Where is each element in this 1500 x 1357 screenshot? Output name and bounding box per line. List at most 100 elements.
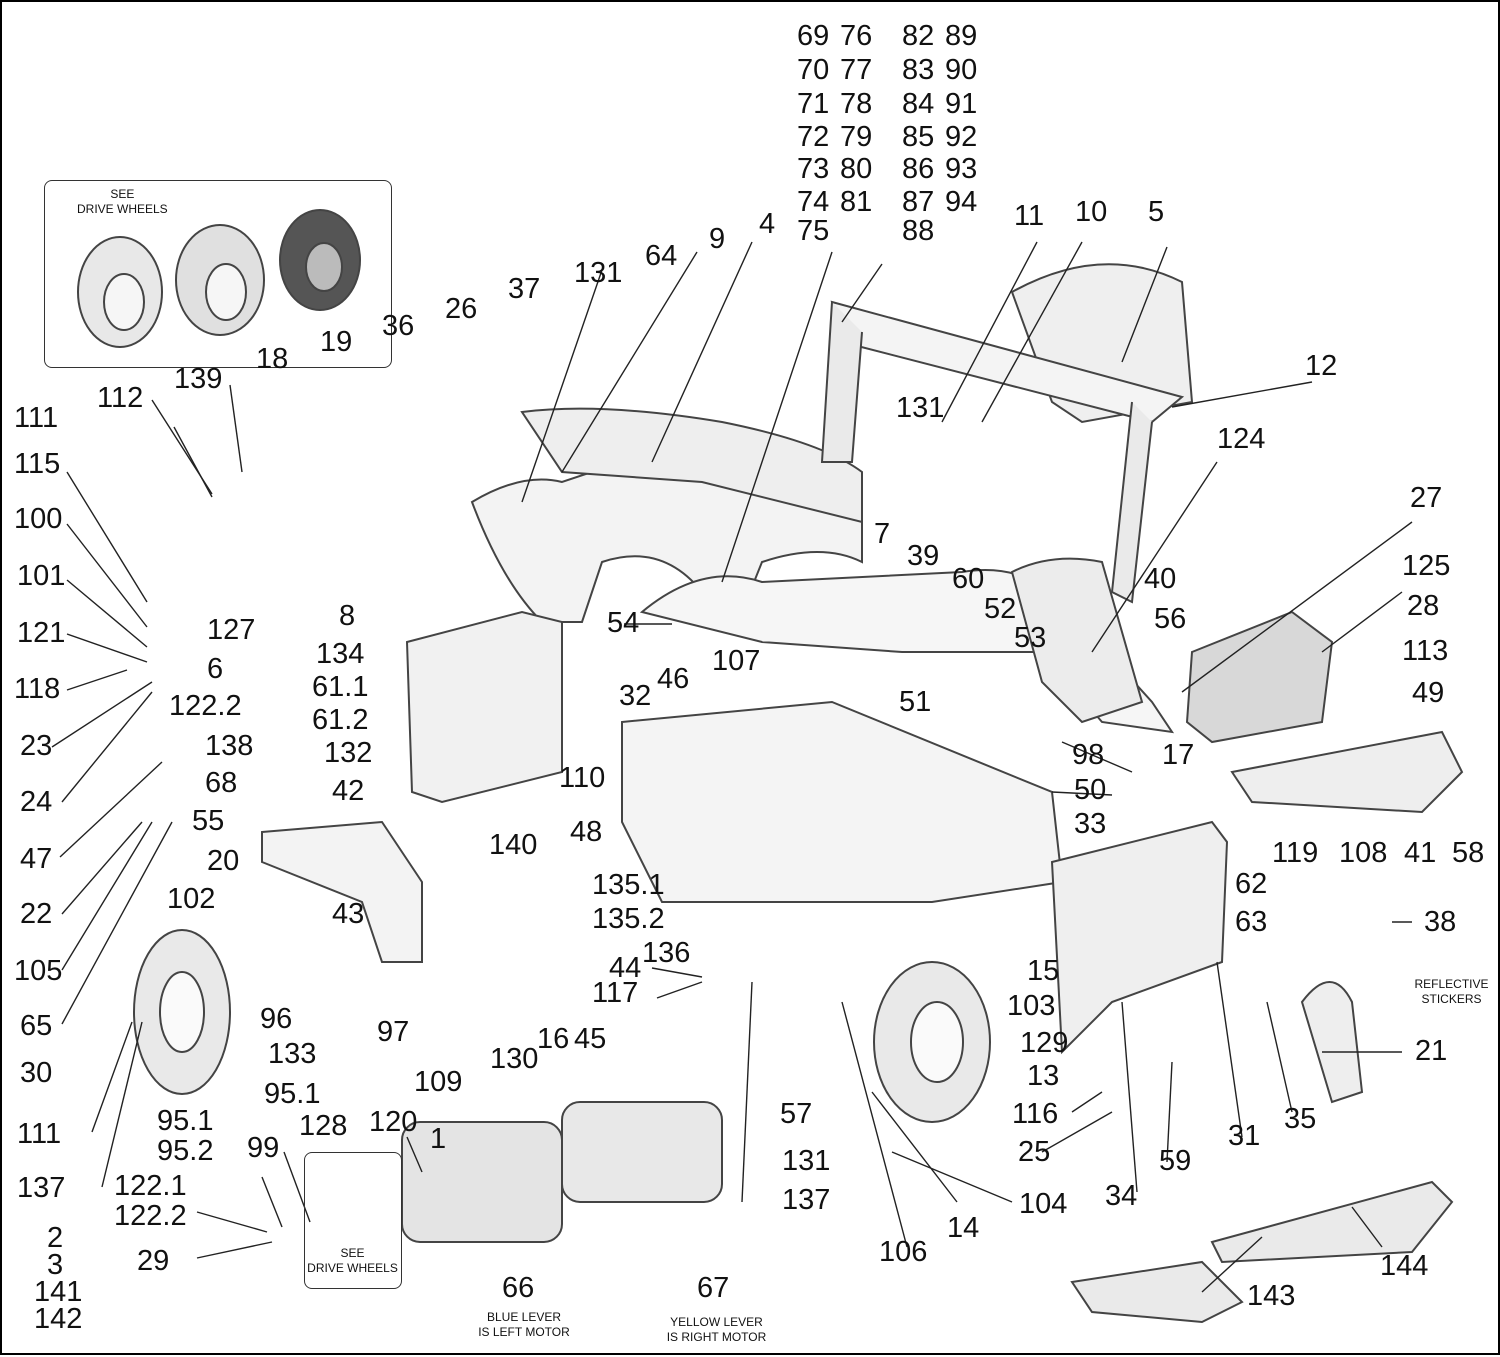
part-label: 22: [20, 898, 53, 930]
part-label: 89: [945, 20, 978, 52]
part-label: 135.1: [592, 869, 665, 901]
part-label: 35: [1284, 1103, 1317, 1135]
part-label: 125: [1402, 550, 1451, 582]
part-label: 14: [947, 1212, 980, 1244]
part-label: 30: [20, 1057, 53, 1089]
part-label: 129: [1020, 1027, 1069, 1059]
part-label: 28: [1407, 590, 1440, 622]
part-label: 115: [14, 448, 61, 480]
part-label: 15: [1027, 955, 1060, 987]
part-label: 68: [205, 767, 238, 799]
part-label: 138: [205, 730, 254, 762]
part-label: 37: [508, 273, 541, 305]
part-label: 111: [14, 402, 59, 434]
part-label: 80: [840, 153, 873, 185]
part-label: 108: [1339, 837, 1388, 869]
part-label: 107: [712, 645, 761, 677]
suspension-arm-143: [1070, 1260, 1244, 1324]
part-label: 101: [17, 560, 66, 592]
part-label: 39: [907, 540, 940, 572]
part-label: 116: [1012, 1098, 1059, 1130]
part-label: 139: [174, 363, 223, 395]
part-label: 54: [607, 607, 640, 639]
part-label: 26: [445, 293, 478, 325]
part-label: 79: [840, 121, 873, 153]
part-label: 95.1: [264, 1078, 321, 1110]
part-label: 11: [1014, 200, 1045, 232]
part-label: 59: [1159, 1145, 1192, 1177]
part-label: 13: [1027, 1060, 1060, 1092]
part-label: 130: [490, 1043, 539, 1075]
part-label: 82: [902, 20, 935, 52]
part-label: 24: [20, 786, 53, 818]
part-label: 122.2: [169, 690, 242, 722]
part-label: 31: [1228, 1120, 1261, 1152]
part-label: 32: [619, 680, 652, 712]
part-label: 72: [797, 121, 830, 153]
part-label: 91: [945, 88, 978, 120]
part-label: 73: [797, 153, 830, 185]
see-drive-wheels-top-note: SEE DRIVE WHEELS: [77, 187, 168, 216]
part-label: 16: [537, 1023, 570, 1055]
part-label: 50: [1074, 774, 1107, 806]
part-label: 53: [1014, 622, 1047, 654]
part-label: 70: [797, 54, 830, 86]
part-label: 84: [902, 88, 935, 120]
part-label: 55: [192, 805, 225, 837]
blue-lever-note: BLUE LEVER IS LEFT MOTOR: [478, 1310, 570, 1339]
part-label: 34: [1105, 1180, 1138, 1212]
part-label: 120: [369, 1106, 418, 1138]
part-label: 83: [902, 54, 935, 86]
part-label: 131: [896, 392, 945, 424]
part-label: 94: [945, 186, 978, 218]
see-drive-wheels-inset-box: [44, 180, 392, 368]
part-label: 6: [207, 653, 224, 685]
part-label: 12: [1305, 350, 1338, 382]
left-motor-shape: [401, 1121, 563, 1243]
swing-arm-58: [1230, 730, 1464, 814]
part-label: 71: [797, 88, 830, 120]
rear-fender-shape: [520, 407, 863, 524]
part-label: 5: [1148, 196, 1165, 228]
part-label: 88: [902, 215, 935, 247]
part-label: 81: [840, 186, 873, 218]
part-label: 48: [570, 816, 603, 848]
part-label: 21: [1415, 1035, 1448, 1067]
part-label: 124: [1217, 423, 1266, 455]
part-label: 38: [1424, 906, 1457, 938]
part-label: 86: [902, 153, 935, 185]
part-label: 74: [797, 186, 830, 218]
part-label: 97: [377, 1016, 410, 1048]
part-label: 121: [17, 617, 66, 649]
part-label: 77: [840, 54, 873, 86]
part-label: 51: [899, 686, 932, 718]
part-label: 93: [945, 153, 978, 185]
part-label: 60: [952, 563, 985, 595]
part-label: 69: [797, 20, 830, 52]
part-label: 36: [382, 310, 415, 342]
part-label: 87: [902, 186, 935, 218]
caster-fork-21: [1300, 981, 1364, 1104]
part-label: 113: [1402, 635, 1449, 667]
part-label: 103: [1007, 990, 1056, 1022]
part-label: 9: [709, 223, 726, 255]
part-label: 122.1: [114, 1170, 187, 1202]
part-label: 61.2: [312, 704, 369, 736]
part-label: 119: [1272, 837, 1319, 869]
part-label: 131: [574, 257, 623, 289]
part-label: 135.2: [592, 903, 665, 935]
part-label: 117: [592, 977, 639, 1009]
part-label: 52: [984, 593, 1017, 625]
part-label: 43: [332, 898, 365, 930]
electronics-box-shape: [1185, 610, 1334, 744]
part-label: 137: [782, 1184, 831, 1216]
part-label: 144: [1380, 1250, 1429, 1282]
part-label: 56: [1154, 603, 1187, 635]
part-label: 137: [17, 1172, 66, 1204]
part-label: 67: [697, 1272, 730, 1304]
right-motor-shape: [561, 1101, 723, 1203]
inset-wheels-illustration: [77, 209, 361, 348]
part-label: 42: [332, 775, 365, 807]
